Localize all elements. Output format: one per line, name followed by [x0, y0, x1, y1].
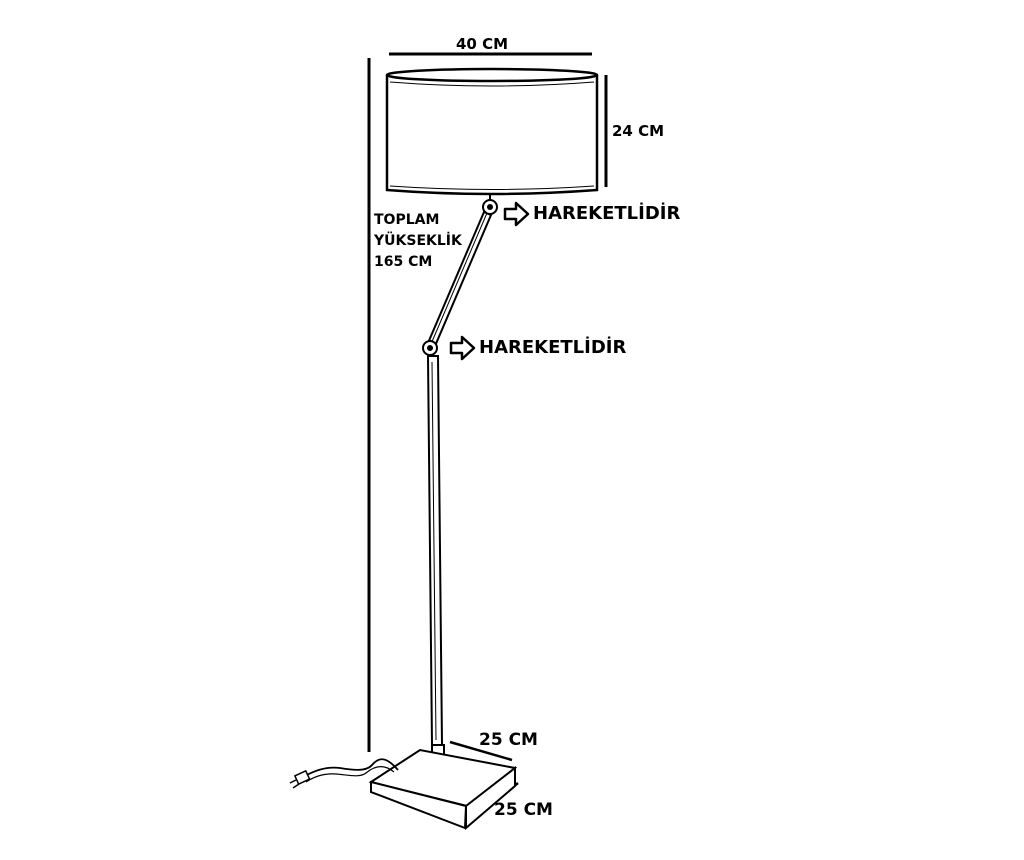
base-depth-dimension-line — [449, 740, 513, 762]
total-height-label: TOPLAM YÜKSEKLİK 165 CM — [374, 210, 484, 273]
upper-joint-arrow-icon — [503, 201, 530, 227]
plug-icon — [289, 769, 311, 789]
lamp-pole — [426, 355, 445, 782]
power-cord — [304, 758, 399, 783]
shade-height-label: 24 CM — [612, 122, 665, 140]
lower-joint-arrow-icon — [449, 335, 476, 361]
lower-joint-knob — [422, 340, 438, 356]
total-height-line-3: 165 CM — [374, 254, 433, 270]
lower-joint-label: HAREKETLİDİR — [479, 337, 627, 358]
lamp-base — [368, 748, 518, 831]
upper-joint-label: HAREKETLİDİR — [533, 203, 681, 224]
total-height-line-2: YÜKSEKLİK — [374, 233, 462, 249]
upper-joint-knob — [482, 199, 498, 215]
base-depth-label: 25 CM — [479, 730, 538, 750]
base-width-label: 25 CM — [494, 800, 553, 820]
lamp-shade — [385, 67, 599, 196]
total-height-line-1: TOPLAM — [374, 212, 440, 228]
shade-width-label: 40 CM — [456, 35, 509, 53]
